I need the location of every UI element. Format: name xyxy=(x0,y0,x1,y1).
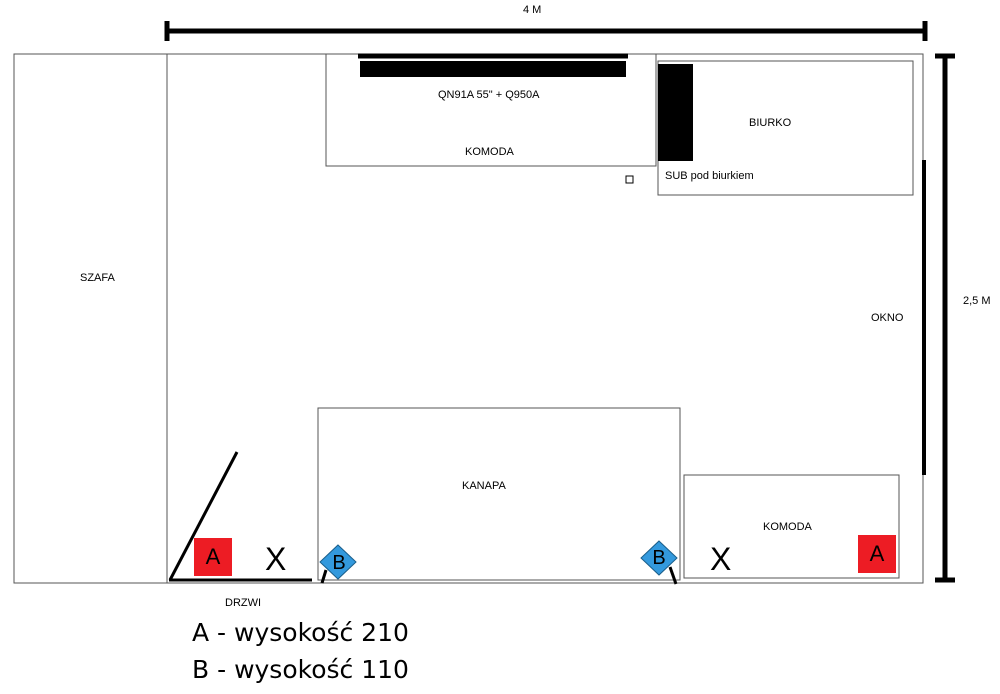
tv-rect xyxy=(360,61,626,77)
window-label: OKNO xyxy=(871,312,904,324)
legend-a: A - wysokość 210 xyxy=(192,618,409,647)
speaker-b-right-shape xyxy=(640,540,678,576)
desk-label: BIURKO xyxy=(749,117,792,129)
monitor-rect xyxy=(658,64,693,161)
room-outline xyxy=(13,53,924,584)
wardrobe-label: SZAFA xyxy=(80,272,115,284)
subwoofer-label: SUB pod biurkiem xyxy=(665,170,754,182)
speaker-b-left-label: B xyxy=(332,551,346,574)
dresser-bottom-rect xyxy=(683,474,900,579)
speaker-b-left-stand xyxy=(320,569,328,584)
marker-x-right: X xyxy=(710,541,732,577)
speaker-b-left-shape xyxy=(319,544,357,580)
width-label: 4 M xyxy=(523,4,542,16)
door-swing-line xyxy=(168,451,239,581)
tv-label: QN91A 55" + Q950A xyxy=(438,89,540,101)
dresser-top-label: KOMODA xyxy=(465,146,514,158)
legend-b: B - wysokość 110 xyxy=(192,655,409,684)
speaker-b-right-label: B xyxy=(652,546,666,569)
sofa-rect xyxy=(317,407,681,581)
wardrobe-rect xyxy=(13,53,168,584)
sofa-label: KANAPA xyxy=(462,480,506,492)
speaker-a-left: A xyxy=(194,538,232,576)
dresser-bottom-label: KOMODA xyxy=(763,521,812,533)
speaker-a-right: A xyxy=(858,535,896,573)
door-label: DRZWI xyxy=(225,597,262,609)
height-label: 2,5 M xyxy=(963,295,991,307)
marker-x-left: X xyxy=(265,541,287,577)
subwoofer-rect xyxy=(625,175,634,184)
speaker-b-right-stand xyxy=(668,566,678,585)
